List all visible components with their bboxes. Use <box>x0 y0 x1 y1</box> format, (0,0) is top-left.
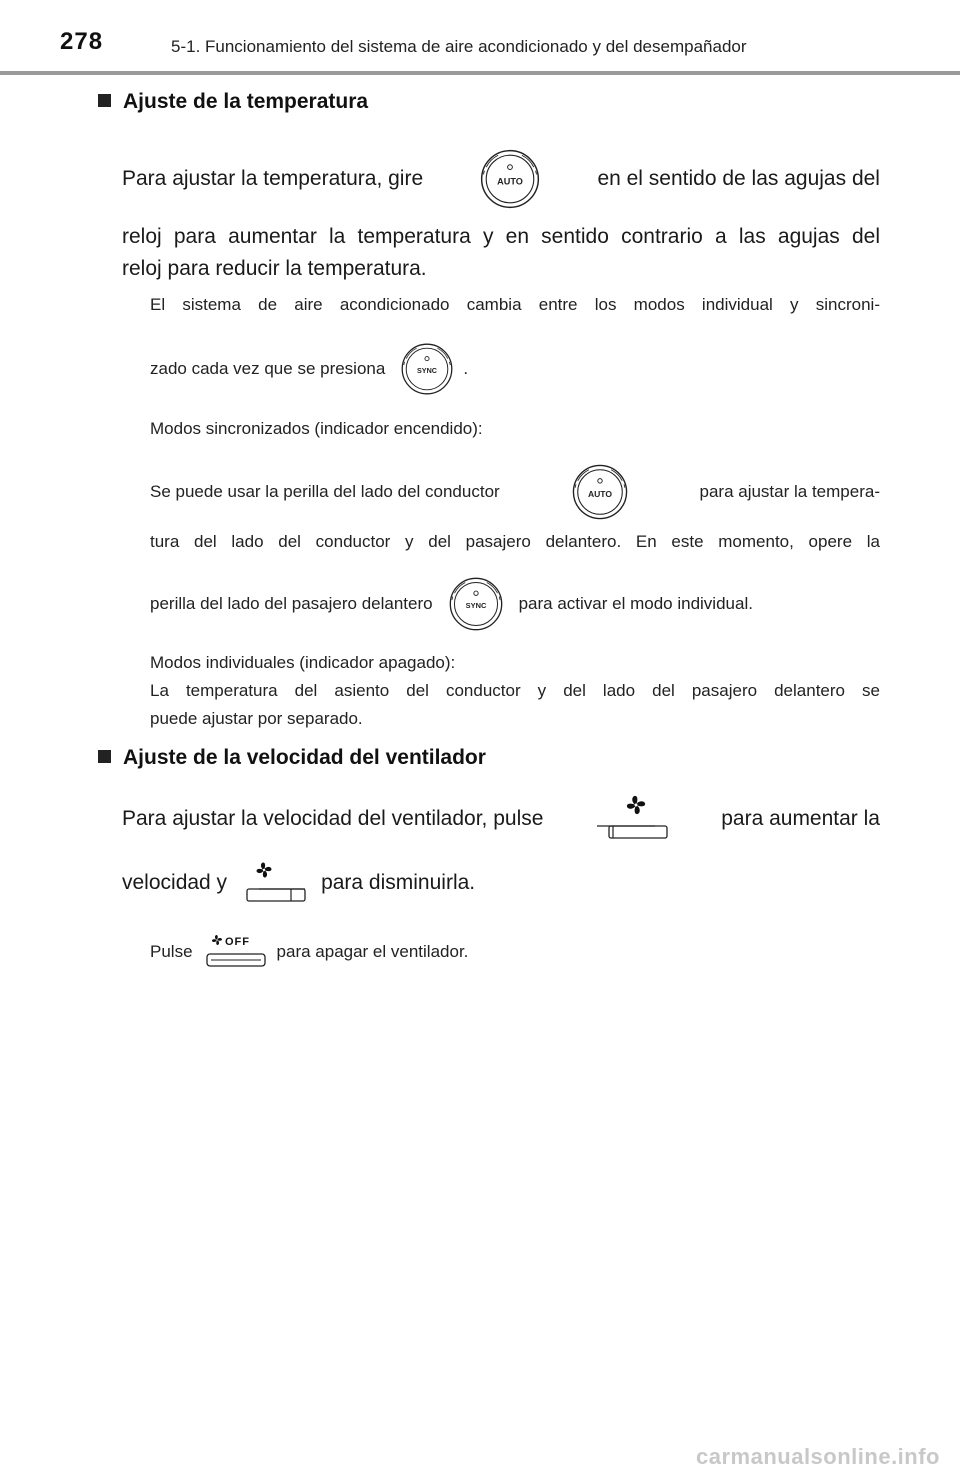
fan-line-1a: Para ajustar la velocidad del ventilador… <box>122 807 544 830</box>
sync-knob-passenger-label: SYNC <box>465 601 486 610</box>
temp-note-2: zado cada vez que se presiona SYNC . <box>150 341 880 397</box>
page-number: 278 <box>60 28 104 55</box>
individual-line-1: La temperatura del asiento del conductor… <box>150 681 880 700</box>
temp-note-2b: . <box>463 359 469 378</box>
fan-off-label: OFF <box>225 936 250 948</box>
header-rule <box>0 71 960 75</box>
auto-knob-icon: AUTO <box>478 147 542 211</box>
individual-line-2: puede ajustar por separado. <box>150 709 363 728</box>
temp-line-3: reloj para reducir la temperatura. <box>122 257 427 280</box>
temp-note-2a: zado cada vez que se presiona <box>150 359 386 378</box>
auto-knob-label: AUTO <box>497 176 523 186</box>
fan-line-1: Para ajustar la velocidad del ventilador… <box>122 792 880 846</box>
square-bullet-icon <box>98 94 111 107</box>
auto-knob-driver-label: AUTO <box>588 489 612 499</box>
fan-up-button-icon <box>595 792 669 846</box>
page-header: 278 5-1. Funcionamiento del sistema de a… <box>0 0 960 80</box>
section-title-temperature-text: Ajuste de la temperatura <box>123 90 369 113</box>
section-title-fan: Ajuste de la velocidad del ventilador <box>98 746 486 770</box>
sync-mode-heading: Modos sincronizados (indicador encendido… <box>150 419 483 438</box>
fan-line-1b: para aumentar la <box>721 807 880 830</box>
sync-line-2: tura del lado del conductor y del pasaje… <box>150 532 880 551</box>
sync-line-3a: perilla del lado del pasajero delantero <box>150 594 433 613</box>
auto-knob-driver-icon: AUTO <box>570 462 630 522</box>
sync-line-1: Se puede usar la perilla del lado del co… <box>150 460 880 524</box>
individual-mode-heading: Modos individuales (indicador apagado): <box>150 653 456 672</box>
temp-line-1b: en el sentido de las agujas del <box>597 167 880 190</box>
fan-note-b: para apagar el ventilador. <box>276 942 469 961</box>
sync-line-3b: para activar el modo individual. <box>518 594 753 613</box>
fan-off-button-icon: OFF <box>205 932 267 972</box>
sync-knob-label: SYNC <box>417 366 437 375</box>
chapter-title: 5-1. Funcionamiento del sistema de aire … <box>171 37 747 56</box>
watermark: carmanualsonline.info <box>696 1444 940 1469</box>
section-title-fan-text: Ajuste de la velocidad del ventilador <box>123 746 486 769</box>
temp-line-1a: Para ajustar la temperatura, gire <box>122 167 424 190</box>
sync-knob-icon: SYNC <box>399 341 455 397</box>
fan-line-2a: velocidad y <box>122 871 228 894</box>
square-bullet-icon <box>98 750 111 763</box>
fan-down-button-icon <box>245 857 307 909</box>
fan-note-a: Pulse <box>150 942 193 961</box>
sync-line-1a: Se puede usar la perilla del lado del co… <box>150 482 500 501</box>
temp-note-1: El sistema de aire acondicionado cambia … <box>150 295 880 314</box>
fan-line-2: velocidad y para disminuirla. <box>122 856 880 910</box>
temp-line-2: reloj para aumentar la temperatura y en … <box>122 225 880 248</box>
sync-knob-passenger-icon: SYNC <box>447 575 505 633</box>
section-title-temperature: Ajuste de la temperatura <box>98 90 368 114</box>
sync-line-3: perilla del lado del pasajero delantero … <box>150 574 880 634</box>
fan-line-2b: para disminuirla. <box>321 871 476 894</box>
temp-line-1: Para ajustar la temperatura, gire AUTO e… <box>122 147 880 211</box>
sync-line-1b: para ajustar la tempera- <box>699 482 880 501</box>
fan-note: Pulse OFF para apagar el ventilador. <box>150 930 880 974</box>
